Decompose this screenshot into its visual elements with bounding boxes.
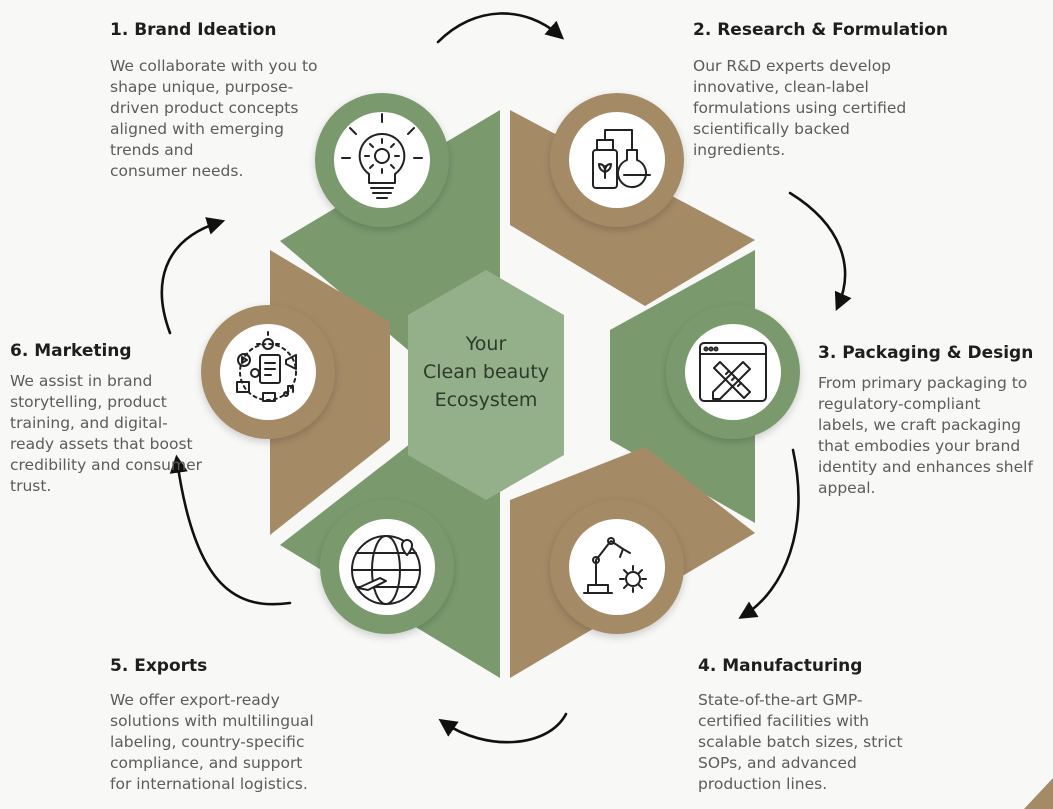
step-description: State-of-the-art GMP- certified faciliti…	[698, 691, 903, 793]
step-description: We assist in brand storytelling, product…	[10, 372, 202, 495]
step-packaging-design: 3. Packaging & Design From primary packa…	[818, 343, 1033, 499]
step-brand-ideation: 1. Brand Ideation We collaborate with yo…	[110, 20, 318, 182]
corner-accent	[1024, 778, 1053, 809]
step-title: 3. Packaging & Design	[818, 343, 1034, 363]
flow-arrows	[160, 12, 852, 744]
center-hexagon	[408, 270, 564, 500]
robot-arm-icon	[583, 537, 647, 594]
badge-marketing	[201, 305, 335, 439]
badge-manufacturing	[550, 500, 684, 634]
step-exports: 5. Exports We offer export-ready solutio…	[110, 656, 314, 795]
arrow-marketing-to-ideation	[160, 217, 226, 335]
step-marketing: 6. Marketing We assist in brand storytel…	[10, 341, 202, 497]
step-title: 1. Brand Ideation	[110, 20, 277, 40]
center-label: Your Clean beauty Ecosystem	[422, 333, 550, 411]
lightbulb-gear-icon	[341, 113, 423, 199]
step-research-formulation: 2. Research & Formulation Our R&D expert…	[693, 20, 948, 161]
step-description: From primary packaging to regulatory-com…	[818, 374, 1033, 497]
globe-plane-icon	[351, 535, 421, 605]
lab-flask-icon	[592, 129, 651, 189]
arrow-manufacturing-to-exports	[438, 712, 568, 744]
arrow-research-to-packaging	[788, 191, 852, 311]
arrow-exports-to-marketing	[169, 454, 292, 606]
step-title: 4. Manufacturing	[698, 656, 863, 676]
step-title: 6. Marketing	[10, 341, 132, 361]
arrow-packaging-to-manufacturing	[738, 448, 800, 619]
digital-marketing-icon	[236, 331, 297, 402]
badge-brand-ideation	[315, 93, 449, 227]
step-description: Our R&D experts develop innovative, clea…	[693, 57, 907, 159]
arrow-ideation-to-research	[436, 12, 565, 44]
step-title: 2. Research & Formulation	[693, 20, 949, 40]
step-description: We collaborate with you to shape unique,…	[110, 57, 318, 180]
step-description: We offer export-ready solutions with mul…	[110, 691, 314, 793]
step-title: 5. Exports	[110, 656, 208, 676]
step-manufacturing: 4. Manufacturing State-of-the-art GMP- c…	[698, 656, 903, 795]
design-tools-icon	[699, 342, 767, 402]
badge-exports	[320, 500, 454, 634]
